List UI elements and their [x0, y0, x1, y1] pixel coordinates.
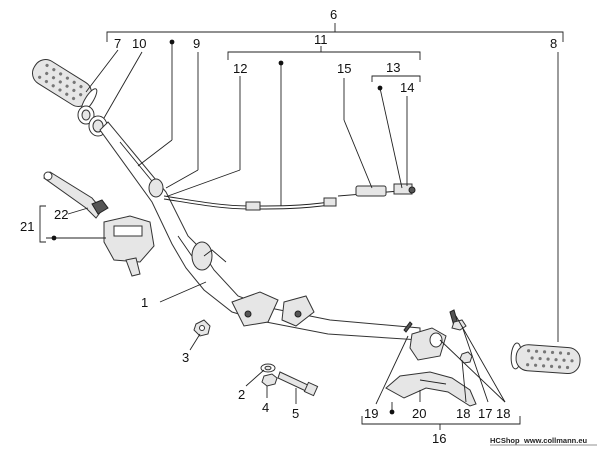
- callout-12: 12: [233, 61, 247, 76]
- callout-6: 6: [330, 7, 337, 22]
- callout-19: 19: [364, 406, 378, 421]
- leader-lines: [46, 42, 559, 412]
- callout-17: 17: [478, 406, 492, 421]
- right-grip-icon: [510, 342, 581, 375]
- brake-master-cylinder: [103, 215, 155, 277]
- callout-16: 16: [432, 431, 446, 446]
- lever-bracket-22: [91, 199, 109, 215]
- callout-4: 4: [262, 400, 269, 415]
- shop-credit: HCShop www.collmann.eu: [490, 436, 597, 446]
- right-brake-lever: [385, 371, 477, 407]
- handlebar-clamp: [203, 249, 315, 327]
- credit-shop: HCShop: [490, 436, 520, 445]
- callout-5: 5: [292, 406, 299, 421]
- callout-14: 14: [400, 80, 414, 95]
- callout-10: 10: [132, 36, 146, 51]
- callout-3: 3: [182, 350, 189, 365]
- callout-2: 2: [238, 387, 245, 402]
- callout-labels: 6 7 10 9 11 8 12 15 13 14 22 21 1 3 2 4 …: [20, 7, 557, 446]
- credit-site: www.collmann.eu: [523, 436, 587, 445]
- group-bracket-13: [371, 75, 421, 82]
- left-grip-icon: [32, 59, 98, 112]
- callout-1: 1: [141, 295, 148, 310]
- callout-15: 15: [337, 61, 351, 76]
- callout-8: 8: [550, 36, 557, 51]
- callout-18b: 18: [496, 406, 510, 421]
- callout-11: 11: [314, 32, 328, 47]
- callout-7: 7: [114, 36, 121, 51]
- left-brake-lever: [43, 171, 103, 219]
- callout-20: 20: [412, 406, 426, 421]
- right-lever-bracket: [409, 327, 447, 361]
- callout-21: 21: [20, 219, 34, 234]
- choke-cable: [337, 183, 416, 197]
- group-bracket-11: [227, 46, 421, 60]
- handlebar-tube: [99, 121, 421, 341]
- nut-4: [261, 373, 278, 387]
- group-bracket-6: [106, 23, 564, 42]
- small-screw-19: [403, 321, 413, 333]
- callout-18a: 18: [456, 406, 470, 421]
- bullet-dot-icon: [51, 39, 395, 415]
- nut-3: [193, 319, 211, 337]
- bolt-5: [277, 371, 319, 397]
- callout-9: 9: [193, 36, 200, 51]
- group-bracket-16: [361, 416, 521, 430]
- callout-13: 13: [386, 60, 400, 75]
- washer-part: [77, 105, 108, 137]
- washer-2: [260, 363, 276, 373]
- callout-22: 22: [54, 207, 68, 222]
- throttle-cable: [163, 195, 337, 211]
- group-bracket-21: [39, 205, 46, 243]
